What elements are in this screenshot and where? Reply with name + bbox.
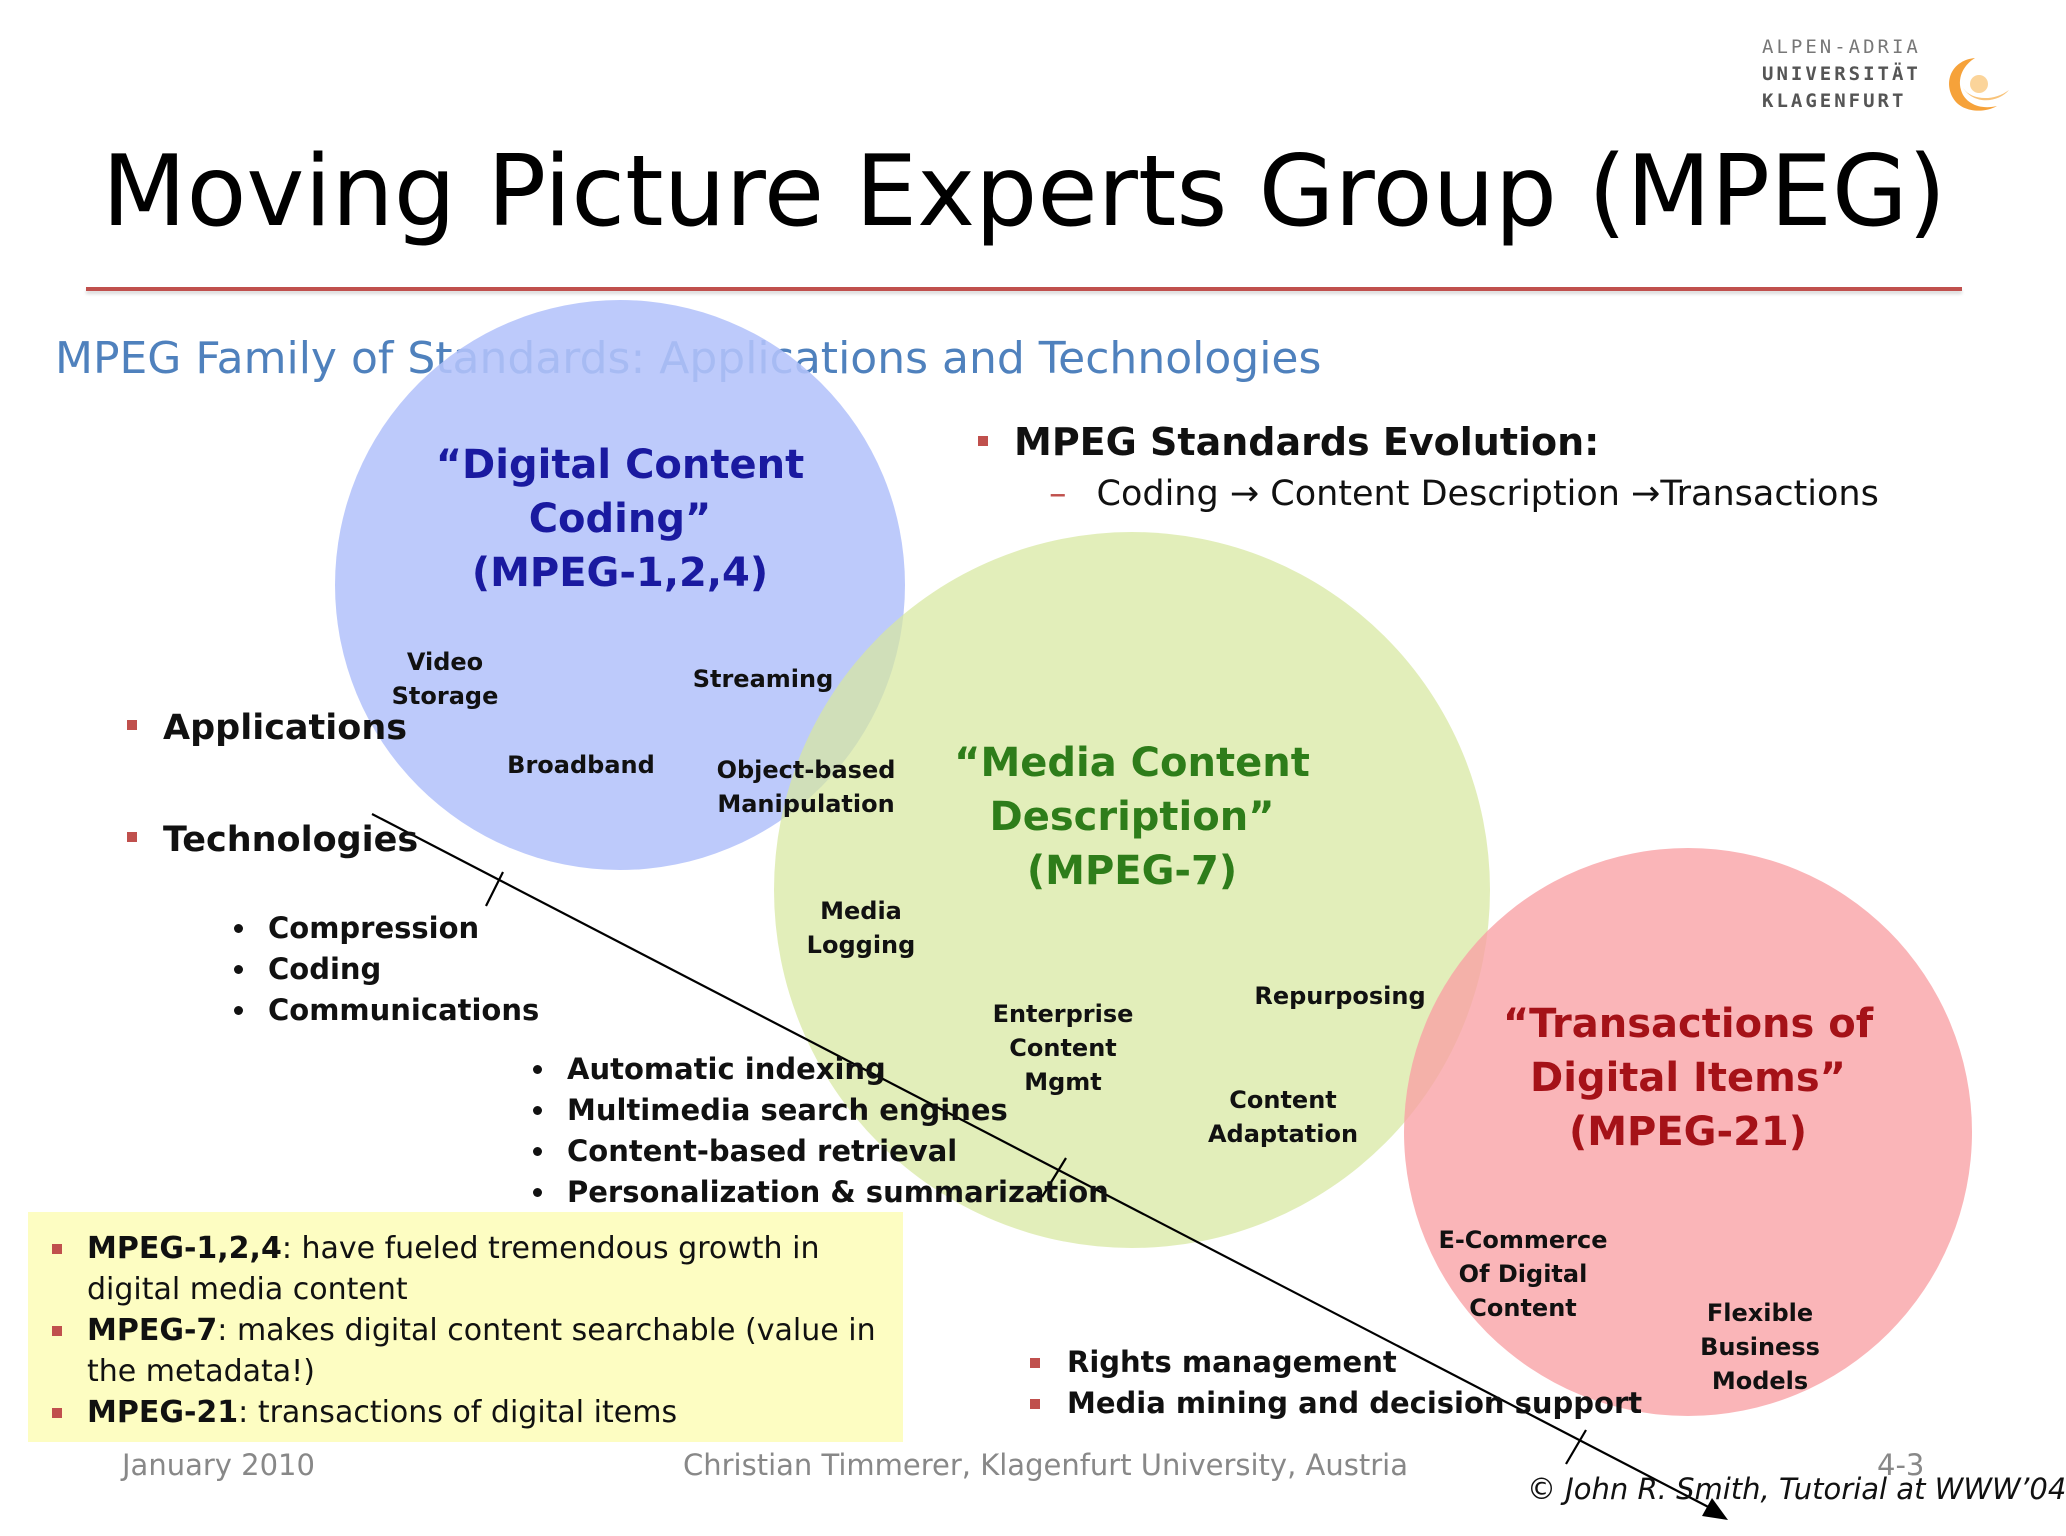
coding-title-line-1: “Digital Content: [435, 442, 805, 488]
slide-title: Moving Picture Experts Group (MPEG): [101, 135, 1947, 249]
description-circle: [774, 532, 1490, 1248]
footer-page-number: 4-3: [1877, 1448, 1925, 1482]
transactions-circle-title: “Transactions of Digital Items” (MPEG-21…: [1488, 997, 1888, 1159]
coding-title-line-3: (MPEG-1,2,4): [471, 550, 769, 596]
tick-mark-3: [1565, 1429, 1587, 1465]
description-title-line-1: “Media Content: [954, 740, 1310, 786]
rights-list-item: Rights management: [1030, 1342, 1642, 1383]
tech-list-item: Coding: [230, 949, 539, 990]
evolution-arrow-head: [1702, 1498, 1728, 1520]
content-adaptation-label: Content Adaptation: [1203, 1083, 1363, 1151]
evolution-heading-text: MPEG Standards Evolution:: [1014, 420, 1600, 464]
adaptation-line-2: Adaptation: [1207, 1120, 1359, 1148]
business-models-line-2: Business: [1700, 1333, 1820, 1361]
summary-item-text: : makes digital content searchable (valu…: [87, 1313, 876, 1389]
transactions-circle: [1404, 848, 1972, 1416]
mid-list-item: Multimedia search engines: [529, 1090, 1109, 1131]
summary-item-text: : transactions of digital items: [238, 1395, 678, 1430]
summary-item: MPEG-21: transactions of digital items: [28, 1392, 877, 1433]
ecommerce-label: E-Commerce Of Digital Content: [1423, 1223, 1623, 1325]
mid-list-item: Automatic indexing: [529, 1049, 1109, 1090]
tick-mark-1: [485, 871, 504, 907]
description-circle-title: “Media Content Description” (MPEG-7): [932, 736, 1332, 898]
footer-date: January 2010: [122, 1448, 315, 1482]
business-models-line-3: Models: [1711, 1367, 1809, 1395]
transactions-title-line-2: Digital Items”: [1530, 1055, 1846, 1101]
footer-credit: © John R. Smith, Tutorial at WWW’04: [1527, 1472, 2066, 1506]
technologies-label: Technologies: [163, 820, 419, 860]
university-logo-icon: [1949, 58, 2009, 111]
tech-list-item: Communications: [230, 990, 539, 1031]
media-logging-line-2: Logging: [806, 931, 916, 959]
mid-list-item: Content-based retrieval: [529, 1131, 1109, 1172]
evolution-heading: MPEG Standards Evolution:: [978, 420, 1879, 464]
repurposing-label: Repurposing: [1254, 982, 1426, 1010]
business-models-line-1: Flexible: [1706, 1299, 1814, 1327]
adaptation-line-1: Content: [1229, 1086, 1337, 1114]
logo-line-2: UNIVERSITÄT: [1762, 63, 1921, 85]
enterprise-content-mgmt-label: Enterprise Content Mgmt: [983, 997, 1143, 1099]
ecommerce-line-1: E-Commerce: [1438, 1226, 1608, 1254]
video-storage-label: Video Storage: [365, 645, 525, 713]
coding-circle-title: “Digital Content Coding” (MPEG-1,2,4): [420, 438, 820, 600]
summary-item: MPEG-7: makes digital content searchable…: [28, 1310, 877, 1392]
object-based-line-1: Object-based: [716, 756, 896, 784]
standards-evolution: MPEG Standards Evolution: –Coding → Cont…: [978, 420, 1879, 514]
title-divider: [86, 287, 1962, 291]
mid-list-item: Personalization & summarization: [529, 1172, 1109, 1213]
summary-item-bold: MPEG-7: [87, 1313, 218, 1348]
footer-author: Christian Timmerer, Klagenfurt Universit…: [683, 1448, 1408, 1482]
summary-item-text: : have fueled tremendous growth in digit…: [87, 1231, 820, 1307]
streaming-label: Streaming: [692, 665, 834, 693]
applications-bullet-marker: [127, 720, 137, 730]
media-logging-line-1: Media: [820, 897, 902, 925]
ecommerce-line-3: Content: [1469, 1294, 1577, 1322]
broadband-label: Broadband: [507, 751, 655, 779]
mpeg7-technologies-list: Automatic indexing Multimedia search eng…: [529, 1049, 1109, 1213]
description-title-line-3: (MPEG-7): [1026, 848, 1238, 894]
video-storage-line-1: Video: [406, 648, 484, 676]
ecommerce-line-2: Of Digital: [1458, 1260, 1588, 1288]
rights-list-item: Media mining and decision support: [1030, 1383, 1642, 1424]
transactions-title-line-1: “Transactions of: [1502, 1001, 1874, 1047]
evolution-dash: –: [1049, 474, 1067, 514]
description-title-line-2: Description”: [989, 794, 1275, 840]
object-based-manipulation-label: Object-based Manipulation: [706, 753, 906, 821]
enterprise-line-1: Enterprise: [992, 1000, 1134, 1028]
coding-circle: [335, 300, 905, 870]
object-based-line-2: Manipulation: [717, 790, 895, 818]
applications-bullet: Applications: [127, 708, 407, 748]
technologies-list: Compression Coding Communications: [230, 908, 539, 1031]
logo-line-1: ALPEN-ADRIA: [1762, 36, 1921, 58]
evolution-bullet: [978, 435, 988, 446]
applications-label: Applications: [163, 708, 408, 748]
tick-mark-2: [1041, 1157, 1067, 1198]
media-logging-label: Media Logging: [781, 894, 941, 962]
enterprise-line-3: Mgmt: [1024, 1068, 1102, 1096]
tech-list-item: Compression: [230, 908, 539, 949]
summary-item-bold: MPEG-21: [87, 1395, 239, 1430]
summary-box: MPEG-1,2,4: have fueled tremendous growt…: [28, 1212, 903, 1442]
logo-line-3: KLAGENFURT: [1762, 90, 1907, 112]
rights-list: Rights management Media mining and decis…: [1030, 1342, 1642, 1424]
summary-item-bold: MPEG-1,2,4: [87, 1231, 282, 1266]
evolution-subline: –Coding → Content Description →Transacti…: [1049, 474, 1879, 514]
technologies-bullet: Technologies: [127, 820, 418, 860]
video-storage-line-2: Storage: [391, 682, 499, 710]
transactions-title-line-3: (MPEG-21): [1568, 1109, 1808, 1155]
business-models-label: Flexible Business Models: [1680, 1296, 1840, 1398]
technologies-bullet-marker: [127, 832, 137, 842]
evolution-arrow-line: [371, 813, 1719, 1513]
university-logo-text: ALPEN-ADRIA UNIVERSITÄT KLAGENFURT: [1762, 34, 1932, 115]
evolution-sub-text: Coding → Content Description →Transactio…: [1096, 474, 1879, 514]
enterprise-line-2: Content: [1009, 1034, 1117, 1062]
summary-item: MPEG-1,2,4: have fueled tremendous growt…: [28, 1228, 877, 1310]
coding-title-line-2: Coding”: [528, 496, 712, 542]
